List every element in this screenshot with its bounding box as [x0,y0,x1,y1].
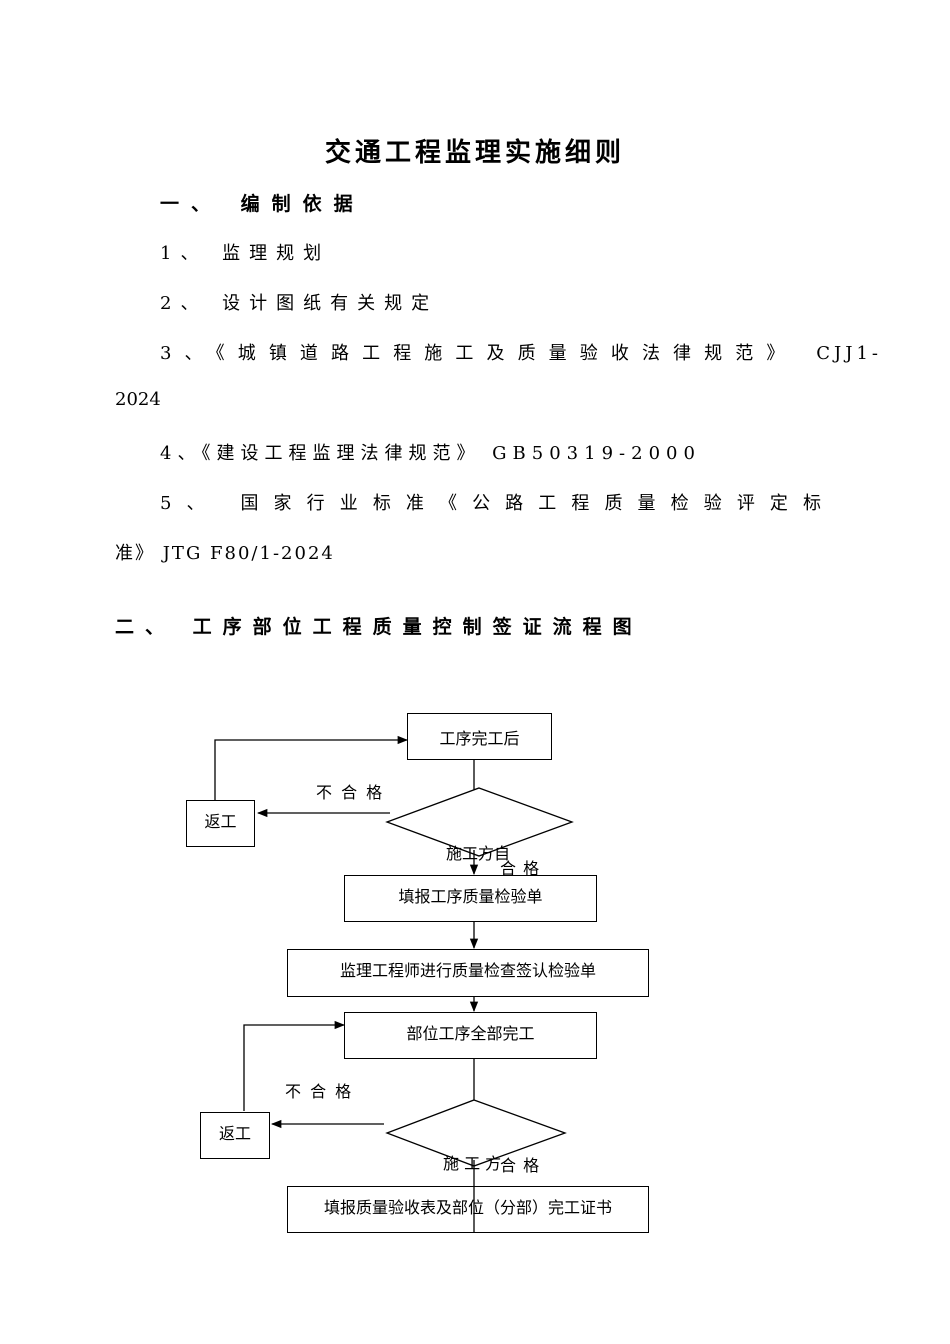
flow-fill-form-label: 填报工序质量检验单 [398,886,543,906]
arrow-rework2-loop [243,1020,346,1111]
flow-fail1-label: 不 合 格 [316,783,385,802]
flow-rework2-label: 返工 [218,1123,251,1143]
basis-item-4: 4、《建设工程监理法律规范》 GB50319-2000 [160,443,701,464]
section-heading-basis: 一、 编制依据 [160,193,365,215]
section-heading-flowchart: 二、 工序部位工程质量控制签证流程图 [115,616,643,638]
basis-item-5: 5、 国家行业标准《公路工程质量检验评定标 [160,493,825,514]
flow-decision2-label: 施 工 方 [443,1154,502,1173]
flow-start-label: 工序完工后 [439,728,520,748]
flow-rework1-box: 返工 [186,800,255,847]
flow-rework1-label: 返工 [204,811,237,831]
basis-item-2: 2、 设计图纸有关规定 [160,293,439,314]
basis-item-3-continuation: 2024 [115,389,161,410]
flow-complete-box: 部位工序全部完工 [344,1012,597,1059]
flow-inspection-box: 监理工程师进行质量检查签认检验单 [287,949,649,997]
flow-pass2-label: 合 格 [500,1156,541,1175]
flow-start-box: 工序完工后 [407,713,552,760]
flow-complete-label: 部位工序全部完工 [406,1023,535,1043]
basis-item-5-continuation: 准》 JTG F80/1-2024 [115,543,335,564]
basis-item-1: 1、 监理规划 [160,243,331,264]
document-title: 交通工程监理实施细则 [324,138,625,168]
flow-inspection-label: 监理工程师进行质量检查签认检验单 [339,961,596,980]
decision1-diamond [385,787,574,857]
flow-rework2-box: 返工 [200,1112,270,1159]
flow-certificate-label: 填报质量验收表及部位（分部）完工证书 [323,1197,612,1217]
flow-fill-form-box: 填报工序质量检验单 [344,875,597,922]
basis-item-3: 3、《城镇道路工程施工及质量验收法律规范》 CJJ1- [160,343,882,364]
flow-certificate-box: 填报质量验收表及部位（分部）完工证书 [287,1186,649,1233]
flow-fail2-label: 不 合 格 [285,1082,354,1101]
flow-decision1-label: 施工方自 [446,844,511,863]
flow-pass1-label: 合 格 [500,859,541,878]
arrow-rework1-loop [214,735,409,800]
